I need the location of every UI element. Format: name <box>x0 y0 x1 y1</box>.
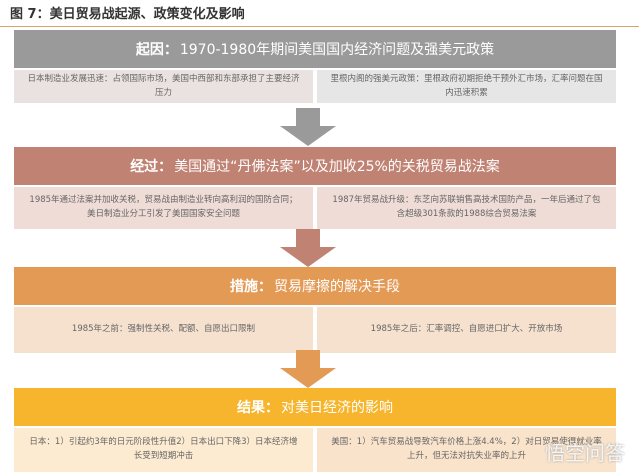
section-cause: 起因：1970-1980年期间美国国内经济问题及强美元政策 日本制造业发展迅速：… <box>14 30 616 103</box>
section-header: 经过：美国通过“丹佛法案”以及加收25%的关税贸易战法案 <box>14 147 616 185</box>
left-box: 日本：1）引起约3年的日元阶段性升值2）日本出口下降3）日本经济增长受到短期冲击 <box>14 428 313 472</box>
section-header: 结果：对美日经济的影响 <box>14 388 616 426</box>
left-box: 1985年之前：强制性关税、配额、自愿出口限制 <box>14 307 313 353</box>
left-box: 日本制造业发展迅速：占领国际市场，美国中西部和东部承担了主要经济压力 <box>14 70 313 103</box>
left-box: 1985年通过法案并加收关税，贸易战由制造业转向高利润的国防合同；美日制造业分工… <box>14 187 313 229</box>
section-heading: 贸易摩擦的解决手段 <box>274 279 400 295</box>
section-heading: 对美日经济的影响 <box>281 400 393 416</box>
title-divider <box>0 26 639 27</box>
figure-title: 图 7：美日贸易战起源、政策变化及影响 <box>10 7 245 22</box>
section-label: 措施： <box>230 279 272 295</box>
down-arrow-icon <box>280 350 336 388</box>
section-header: 措施：贸易摩擦的解决手段 <box>14 267 616 305</box>
section-label: 起因： <box>135 42 178 58</box>
right-box: 里根内阁的强美元政策：里根政府初期拒绝干预外汇市场，汇率问题在国内迅速积累 <box>317 70 616 103</box>
section-heading: 1970-1980年期间美国国内经济问题及强美元政策 <box>179 42 495 58</box>
section-heading: 美国通过“丹佛法案”以及加收25%的关税贸易战法案 <box>174 159 500 175</box>
section-process: 经过：美国通过“丹佛法案”以及加收25%的关税贸易战法案 1985年通过法案并加… <box>14 147 616 229</box>
right-box: 1985年之后：汇率调控、自愿进口扩大、开放市场 <box>317 307 616 353</box>
right-box: 1987年贸易战升级：东芝向苏联销售高技术国防产品，一年后通过了包含超级301条… <box>317 187 616 229</box>
down-arrow-icon <box>280 229 336 267</box>
section-header: 起因：1970-1980年期间美国国内经济问题及强美元政策 <box>14 30 616 68</box>
down-arrow-icon <box>280 108 336 146</box>
watermark: 悟空问答 <box>545 441 625 465</box>
right-box: 美国：1）汽车贸易战导致汽车价格上涨4.4%，2）对日贸易使得就业率上升，但无法… <box>317 428 616 472</box>
section-results: 结果：对美日经济的影响 日本：1）引起约3年的日元阶段性升值2）日本出口下降3）… <box>14 388 616 472</box>
section-label: 经过： <box>130 159 173 175</box>
section-label: 结果： <box>237 400 279 416</box>
